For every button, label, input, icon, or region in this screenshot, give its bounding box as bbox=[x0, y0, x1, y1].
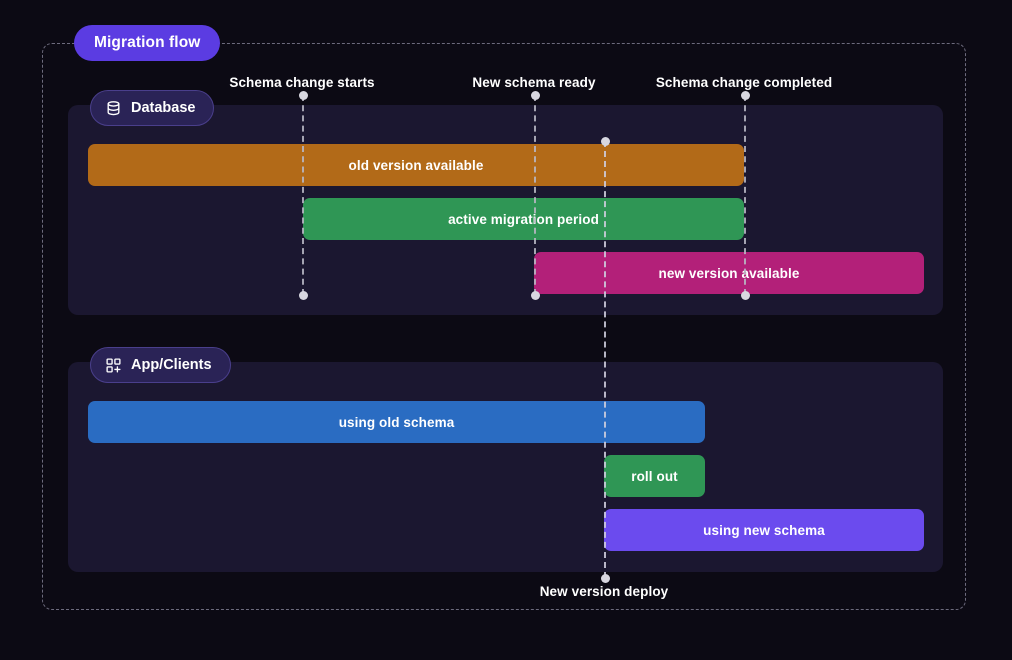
migration-flow-title-badge: Migration flow bbox=[74, 25, 221, 61]
bar-appclients-using-new-schema: using new schema bbox=[604, 509, 924, 551]
bar-label: new version available bbox=[658, 265, 800, 281]
migration-flow-title-label: Migration flow bbox=[94, 34, 201, 51]
bar-label: using old schema bbox=[338, 414, 455, 430]
bar-label: using new schema bbox=[703, 522, 825, 538]
lane-badge-database-label: Database bbox=[131, 100, 196, 116]
lane-badge-database: Database bbox=[90, 90, 215, 126]
bar-appclients-roll-out: roll out bbox=[604, 455, 705, 497]
lane-badge-appclients-label: App/Clients bbox=[131, 357, 212, 373]
bar-appclients-using-old-schema: using old schema bbox=[88, 401, 705, 443]
bar-database-active-migration-period: active migration period bbox=[303, 198, 744, 240]
bar-label: roll out bbox=[631, 468, 678, 484]
bar-label: old version available bbox=[348, 157, 484, 173]
database-icon bbox=[105, 100, 122, 117]
bar-database-old-version-available: old version available bbox=[88, 144, 744, 186]
bar-label: active migration period bbox=[448, 211, 599, 227]
bar-database-new-version-available: new version available bbox=[534, 252, 924, 294]
grid-add-icon bbox=[105, 357, 122, 374]
migration-flow-frame bbox=[42, 43, 966, 610]
lane-badge-appclients: App/Clients bbox=[90, 347, 231, 383]
